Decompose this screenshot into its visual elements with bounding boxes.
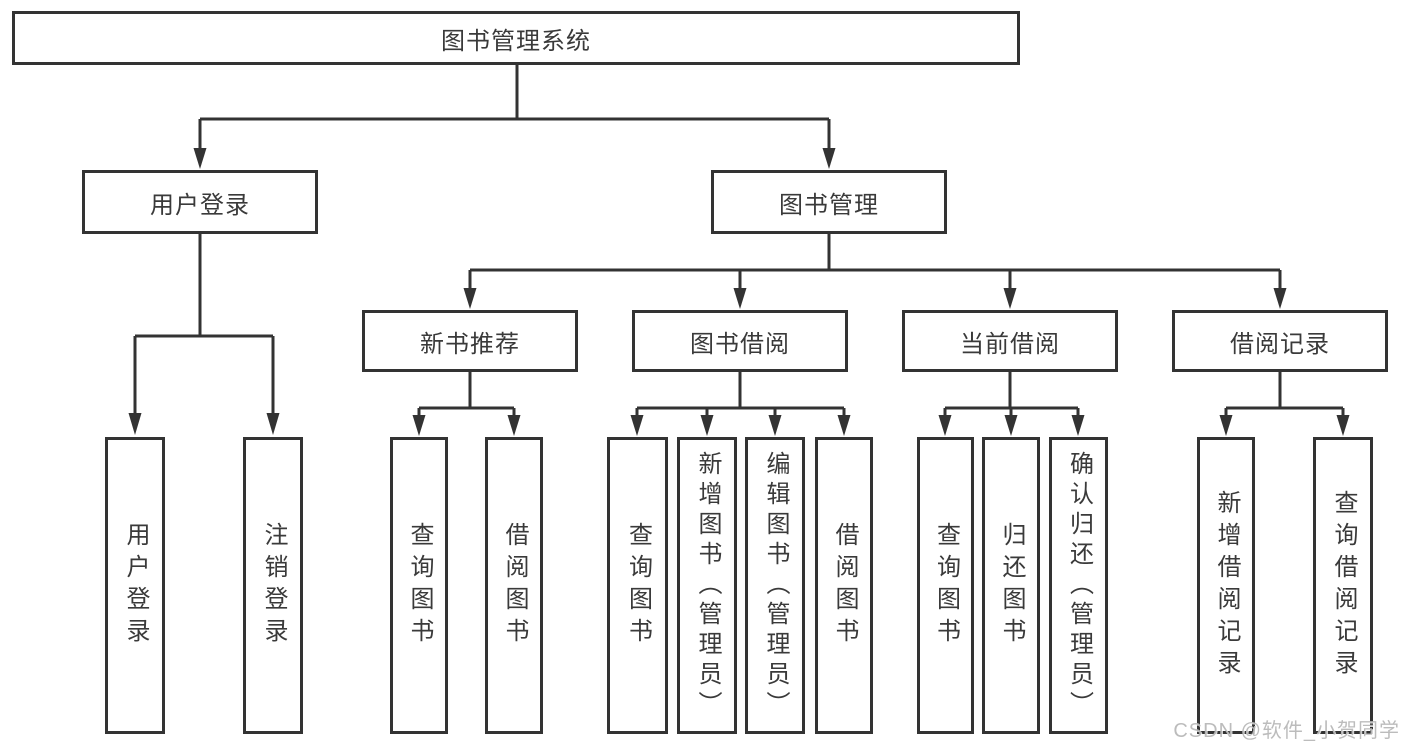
leaf-query-books-borrowing: 查询图书	[607, 437, 668, 734]
node-current-borrowing: 当前借阅	[902, 310, 1118, 372]
node-book-borrowing: 图书借阅	[632, 310, 848, 372]
leaf-return-books: 归还图书	[982, 437, 1040, 734]
node-new-book-recommendation: 新书推荐	[362, 310, 578, 372]
leaf-query-books-recommend: 查询图书	[390, 437, 448, 734]
leaf-user-login: 用户登录	[105, 437, 165, 734]
node-library-management-system: 图书管理系统	[12, 11, 1020, 65]
connector-strokes	[133, 65, 1345, 416]
leaf-query-books-current: 查询图书	[917, 437, 974, 734]
leaf-logout: 注销登录	[243, 437, 303, 734]
arrowheads	[128, 148, 1350, 436]
node-borrowing-records: 借阅记录	[1172, 310, 1388, 372]
leaf-edit-books-admin: 编辑图书（管理员）	[745, 437, 805, 734]
csdn-watermark: CSDN @软件_小贺同学	[1173, 720, 1400, 742]
leaf-borrow-books-borrowing: 借阅图书	[815, 437, 873, 734]
leaf-add-borrow-record: 新增借阅记录	[1197, 437, 1255, 734]
leaf-query-borrow-record: 查询借阅记录	[1313, 437, 1373, 734]
node-user-login: 用户登录	[82, 170, 318, 234]
leaf-add-books-admin: 新增图书（管理员）	[677, 437, 737, 734]
node-book-management: 图书管理	[711, 170, 947, 234]
leaf-confirm-return-admin: 确认归还（管理员）	[1049, 437, 1108, 734]
leaf-borrow-books-recommend: 借阅图书	[485, 437, 543, 734]
